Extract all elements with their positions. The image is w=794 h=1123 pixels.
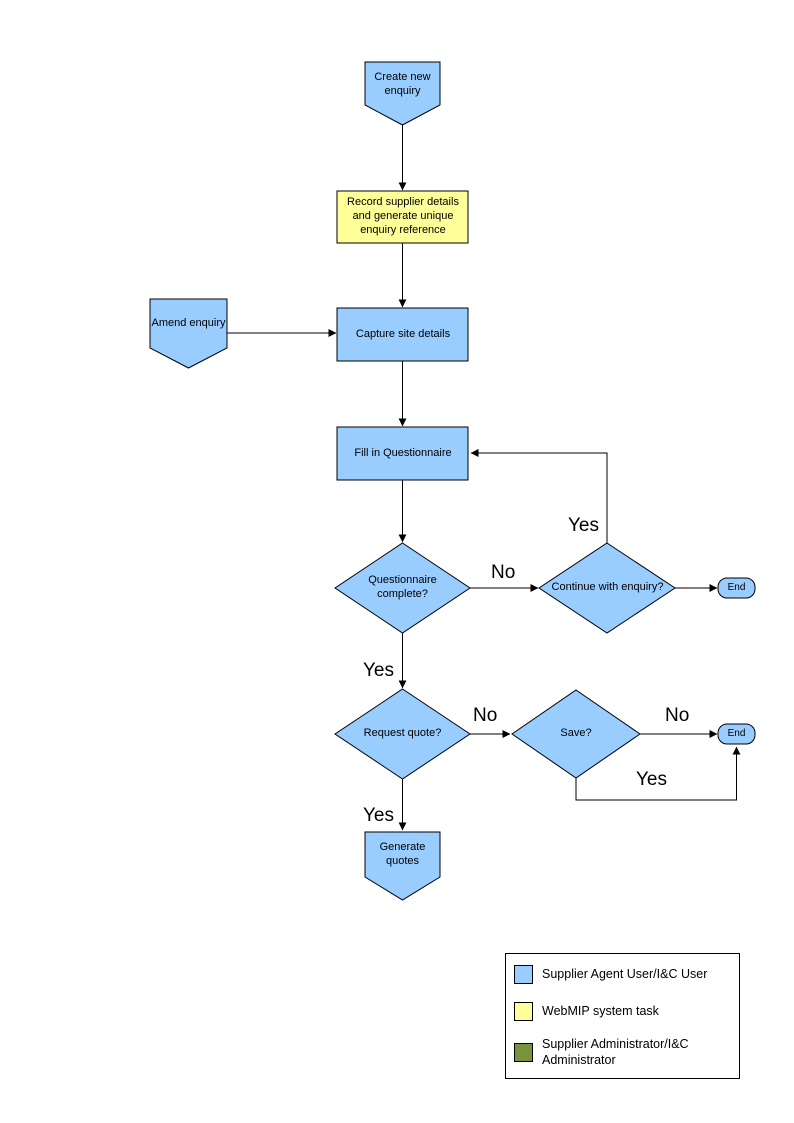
legend-item-label: Supplier Administrator/I&C Administrator [542,1037,689,1068]
legend-item-supplier-agent: Supplier Agent User/I&C User [514,965,732,984]
edge-label-yes-questionnaire: Yes [363,660,394,681]
amend-enquiry-shape [149,298,228,369]
continue-with-enquiry-label: Continue with enquiry? [551,581,664,594]
end-top-shape [717,577,756,599]
record-supplier-details-shape [336,190,469,244]
edge-label-no-questionnaire: No [491,562,516,583]
questionnaire-complete-shape [334,542,471,634]
create-new-enquiry-shape [364,61,441,126]
legend-swatch-yellow [514,1002,533,1021]
legend-item-label: WebMIP system task [542,1004,659,1019]
legend-item-label: Supplier Agent User/I&C User [542,967,708,982]
legend-swatch-green [514,1042,533,1062]
record-supplier-details-label: Record supplier details and generate uni… [347,196,459,236]
legend-item-supplier-admin: Supplier Administrator/I&C Administrator [514,1036,732,1069]
request-quote-shape [334,688,471,780]
end-top-label: End [727,581,746,593]
edge-label-yes-request: Yes [363,805,394,826]
save-shape [511,689,641,779]
save-label: Save? [560,727,592,740]
end-right-label: End [727,727,746,739]
fill-in-questionnaire-shape [336,426,469,481]
edge-continue-yes-loop [470,449,608,543]
continue-with-enquiry-shape [538,542,676,634]
legend-swatch-blue [514,965,533,984]
legend: Supplier Agent User/I&C User WebMIP syst… [505,953,740,1079]
fill-in-questionnaire-label: Fill in Questionnaire [354,446,452,459]
generate-quotes-shape [364,831,441,901]
edge-label-no-save: No [665,705,690,726]
end-right-shape [717,723,756,745]
edge-label-yes-continue: Yes [568,515,599,536]
edge-label-no-request: No [473,705,498,726]
edge-save-yes [575,746,741,801]
capture-site-details-shape [336,307,469,362]
generate-quotes-label: Generate quotes [379,841,426,867]
create-new-enquiry-label: Create new enquiry [374,71,431,97]
capture-site-details-label: Capture site details [355,327,451,340]
amend-enquiry-label: Amend enquiry [151,317,226,330]
questionnaire-complete-label: Questionnaire complete? [368,574,437,600]
legend-item-webmip-task: WebMIP system task [514,1002,732,1021]
edge-label-yes-save: Yes [636,769,667,790]
request-quote-label: Request quote? [363,727,442,740]
